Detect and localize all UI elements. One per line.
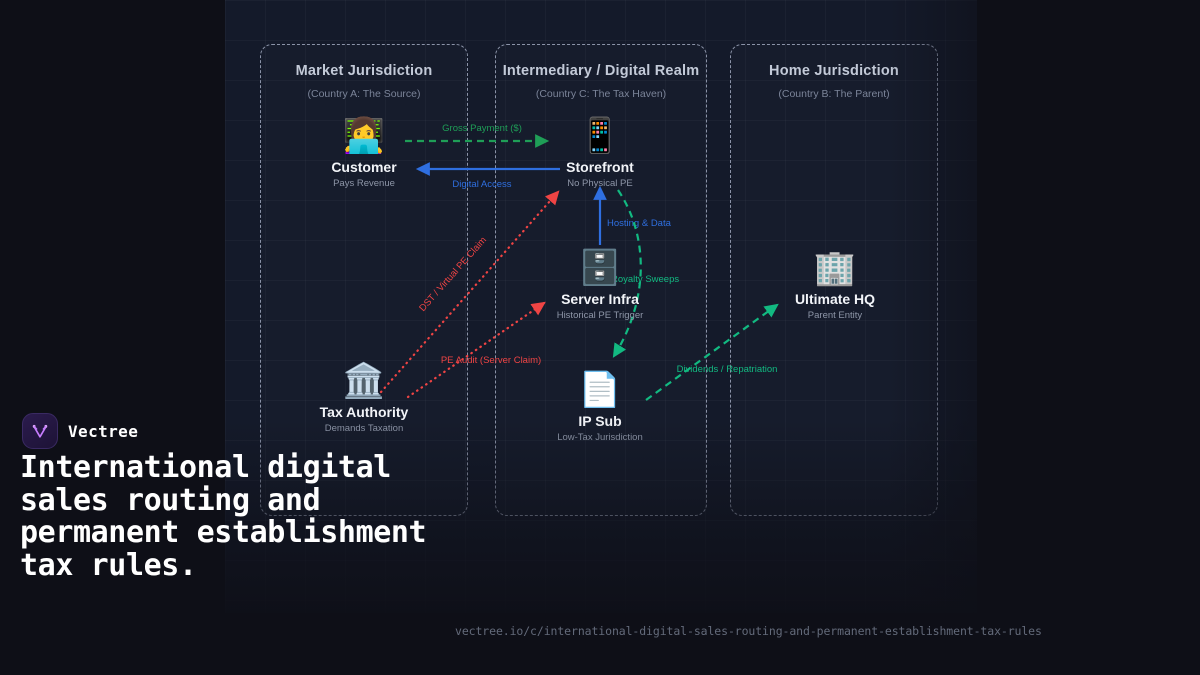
brand-name: Vectree: [68, 421, 139, 441]
node-storefront[interactable]: 📱 Storefront No Physical PE: [525, 116, 675, 189]
mobile-phone-icon: 📱: [578, 117, 622, 155]
node-label: Server Infra: [561, 291, 639, 307]
brand: Vectree: [22, 413, 138, 449]
left-panel: [0, 0, 225, 675]
node-sublabel: Low-Tax Jurisdiction: [557, 432, 643, 443]
office-building-icon: 🏢: [813, 249, 857, 287]
vectree-v-mark-icon: [22, 413, 58, 449]
node-label: Storefront: [566, 159, 634, 175]
node-ip-sub[interactable]: 📄 IP Sub Low-Tax Jurisdiction: [525, 370, 675, 443]
node-sublabel: Historical PE Trigger: [556, 310, 644, 321]
node-customer[interactable]: 👩‍💻 Customer Pays Revenue: [289, 116, 439, 189]
node-sublabel: No Physical PE: [567, 178, 633, 189]
classical-building-icon: 🏛️: [342, 362, 386, 400]
edge-label-dst-virtual-pe-claim: DST / Virtual PE Claim: [417, 235, 489, 314]
edge-label-gross-payment: Gross Payment ($): [442, 123, 522, 134]
node-sublabel: Demands Taxation: [324, 423, 404, 434]
bottom-panel: [0, 613, 1200, 675]
node-server-infra[interactable]: 🗄️ Server Infra Historical PE Trigger: [525, 248, 675, 321]
node-sublabel: Pays Revenue: [333, 178, 395, 189]
node-sublabel: Parent Entity: [807, 310, 863, 321]
node-label: Ultimate HQ: [794, 291, 876, 307]
page-title: International digital sales routing and …: [20, 450, 427, 583]
node-ultimate-hq[interactable]: 🏢 Ultimate HQ Parent Entity: [760, 248, 910, 321]
technologist-icon: 👩‍💻: [342, 117, 386, 155]
edge-label-hosting-data: Hosting & Data: [607, 218, 672, 229]
edge-label-digital-access: Digital Access: [452, 179, 511, 190]
node-label: Customer: [331, 159, 397, 175]
footer-url: vectree.io/c/international-digital-sales…: [455, 624, 1042, 638]
edge-label-pe-audit-server-claim: PE Audit (Server Claim): [441, 355, 541, 366]
node-label: IP Sub: [578, 413, 622, 429]
node-label: Tax Authority: [319, 404, 409, 420]
file-cabinet-icon: 🗄️: [578, 249, 622, 287]
node-tax-authority[interactable]: 🏛️ Tax Authority Demands Taxation: [289, 361, 439, 434]
edge-label-dividends-repatriation: Dividends / Repatriation: [677, 364, 778, 375]
document-icon: 📄: [578, 371, 622, 409]
